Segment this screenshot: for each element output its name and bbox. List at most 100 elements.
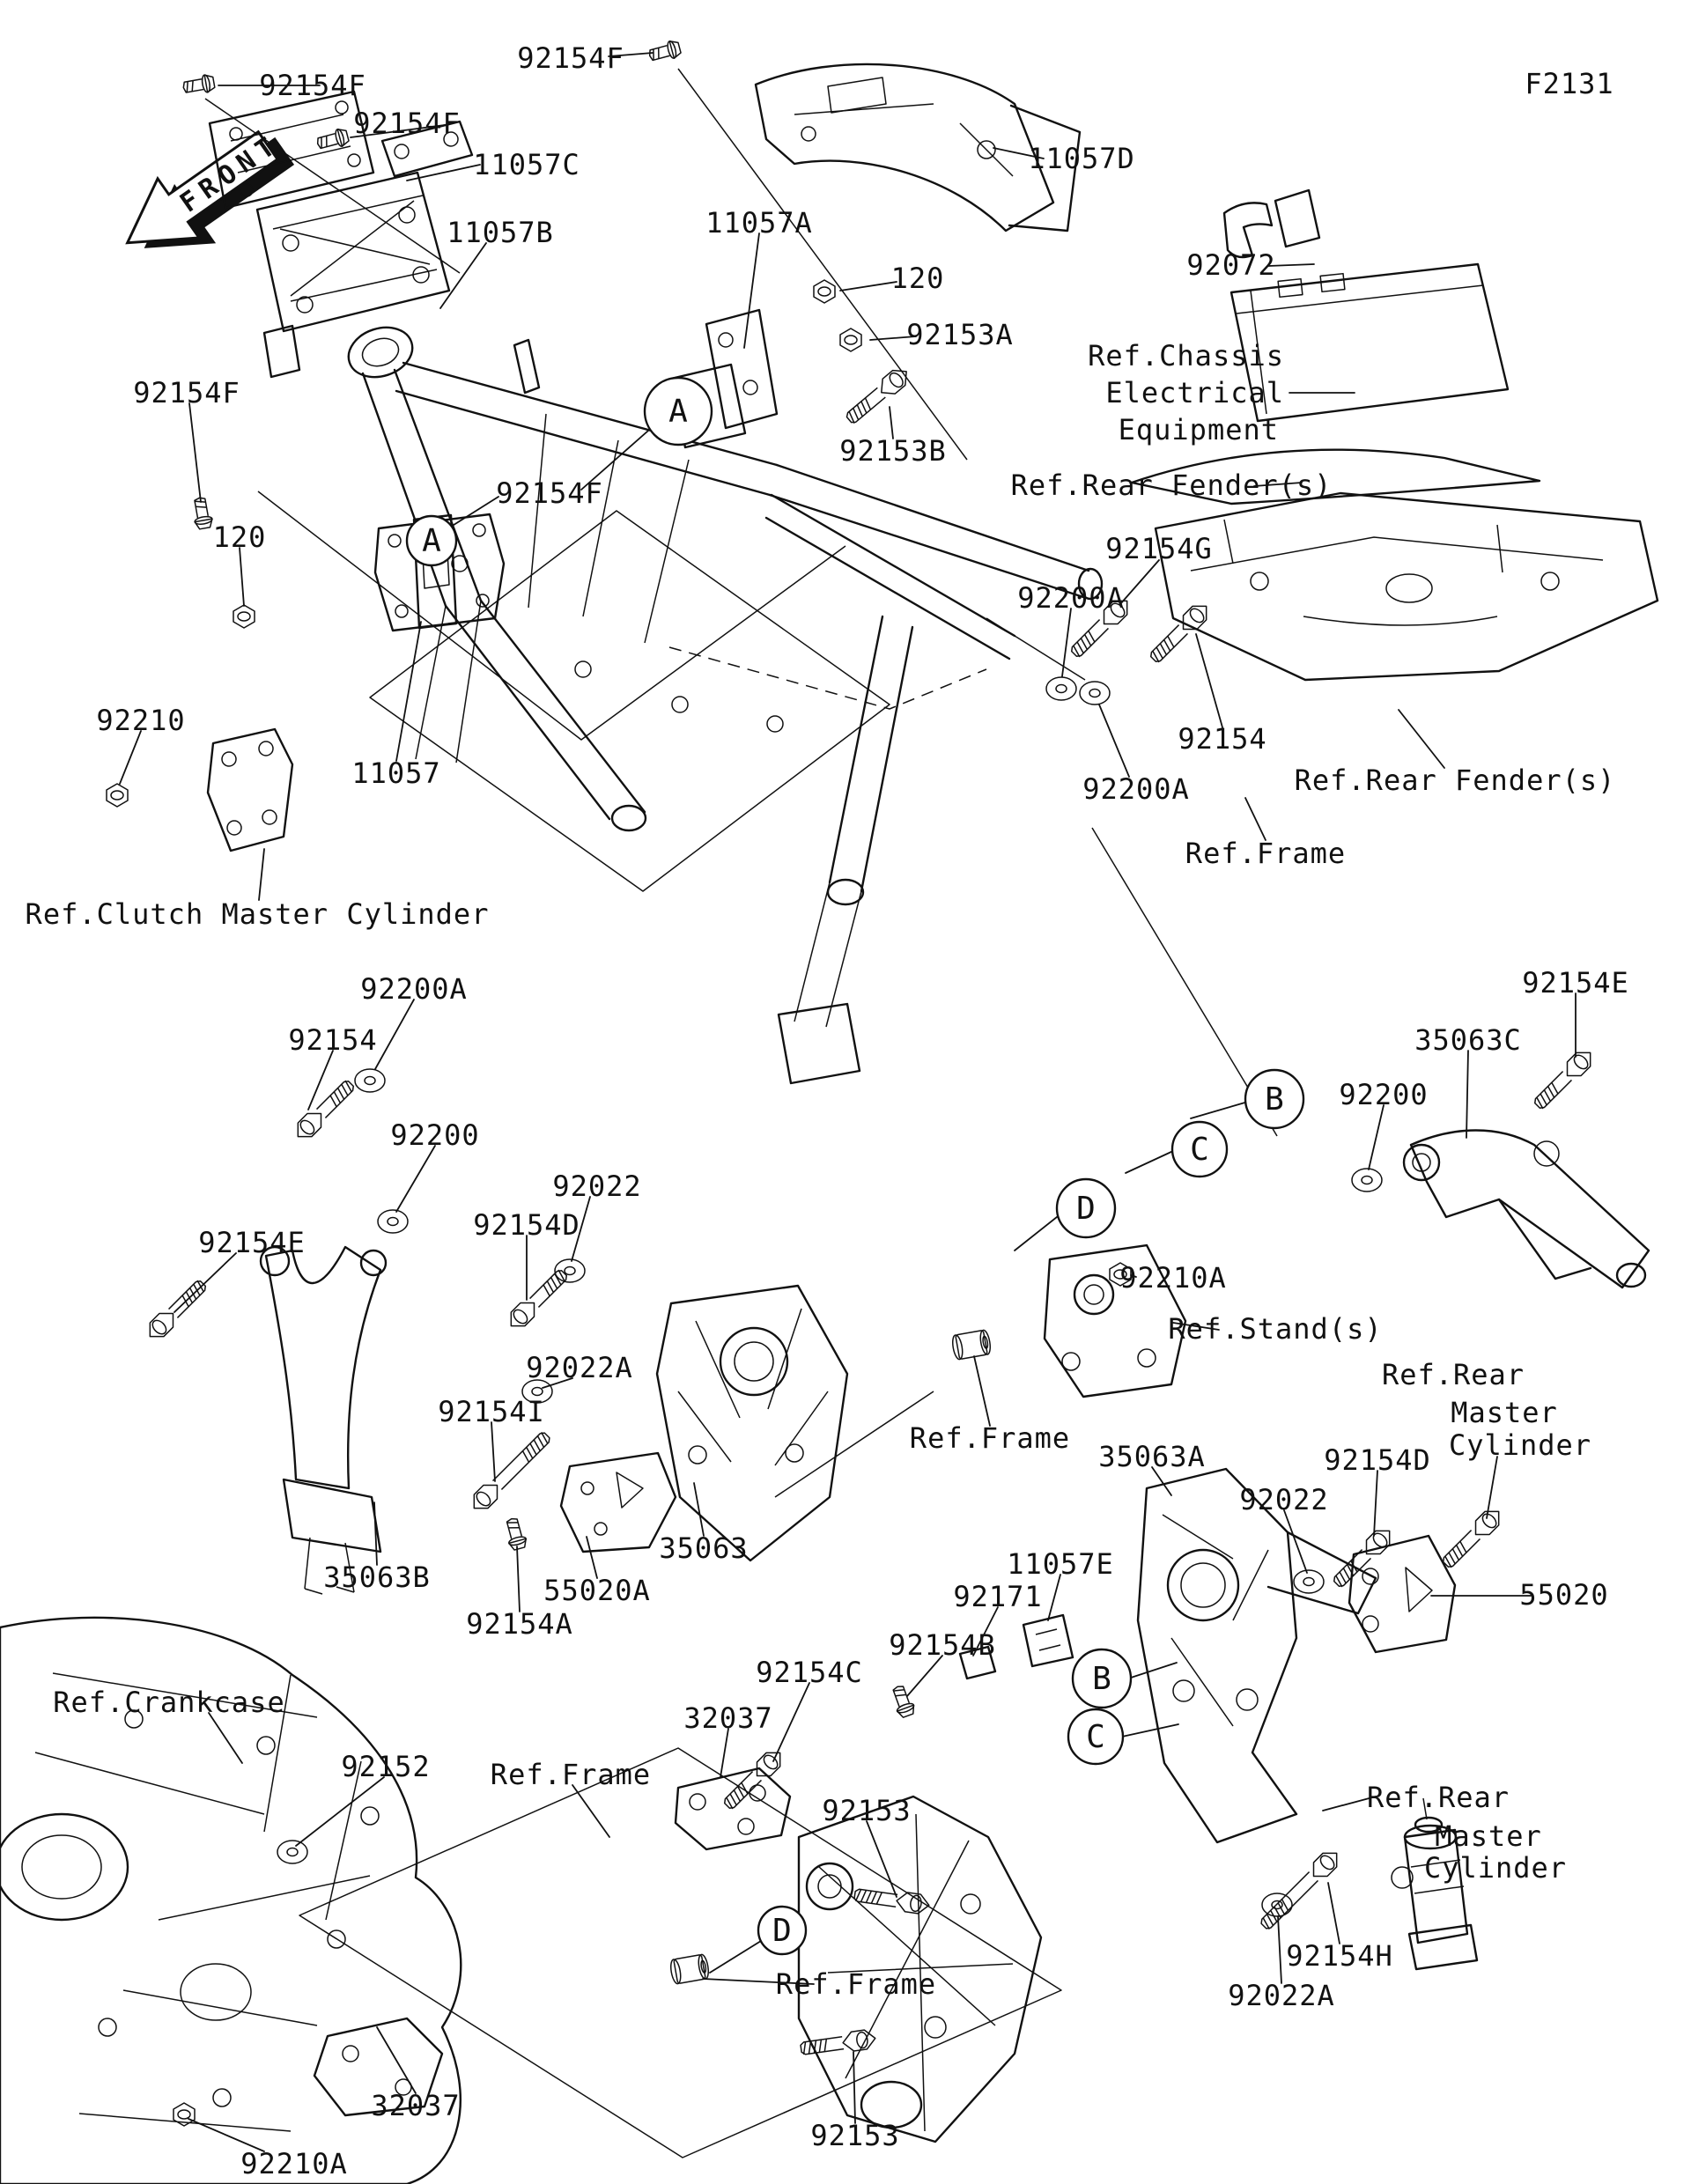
part-label-ref-stands: Ref.Stand(s) (1168, 1312, 1382, 1346)
bolt-glyph (720, 1745, 788, 1813)
leader-line (839, 281, 897, 291)
part-label-92171: 92171 (953, 1580, 1042, 1613)
leader-line (869, 336, 917, 341)
part-label-92154f-3: 92154F (353, 107, 461, 140)
part-label-ref-frame-4: Ref.Frame (776, 1967, 936, 2001)
screw-glyph (889, 1683, 918, 1720)
leader-line (973, 1355, 991, 1427)
leader-line (572, 1784, 610, 1838)
part-rear-fender (1154, 491, 1659, 682)
part-label-35063a: 35063A (1098, 1440, 1206, 1473)
part-label-92154f-2: 92154F (517, 41, 624, 75)
part-bracket-11057d (754, 63, 1082, 232)
screw-glyph (646, 38, 683, 65)
leader-line (1486, 1456, 1498, 1519)
leader-line (1014, 1213, 1062, 1251)
part-label-92154i: 92154I (438, 1395, 545, 1428)
part-label-ref-rear-fender-1: Ref.Rear Fender(s) (1011, 469, 1333, 502)
leader-line (295, 1776, 385, 1847)
detail-badge-letter: C (1086, 1719, 1105, 1755)
part-label-35063c: 35063C (1414, 1023, 1522, 1057)
boltlong-glyph (466, 1428, 555, 1516)
part-bracket-11057 (373, 513, 506, 632)
part-label-11057c: 11057C (473, 148, 580, 181)
part-label-ref-rear-mc-2c: Cylinder (1424, 1851, 1567, 1885)
leader-line (239, 547, 245, 607)
part-label-92154g: 92154G (1105, 532, 1213, 565)
bolt-glyph (290, 1076, 358, 1145)
part-label-92210a-2: 92210A (240, 2147, 348, 2180)
part-bracket-11057c-11057b (208, 90, 474, 379)
washer-glyph (277, 1840, 308, 1864)
part-label-ref-rear-mc-2b: Master (1435, 1819, 1542, 1853)
leader-line (406, 164, 481, 181)
part-label-55020a: 55020A (543, 1574, 651, 1607)
part-bracket-11057e (958, 1613, 1074, 1680)
leader-line (1061, 608, 1072, 677)
part-label-92153-1: 92153 (822, 1794, 911, 1827)
nut-glyph (106, 783, 129, 808)
part-label-figure-code: F2131 (1525, 67, 1613, 100)
leader-line (174, 1252, 237, 1313)
leader-line (720, 1728, 729, 1778)
part-rear-master-cylinder (1391, 1797, 1479, 1971)
detail-badge-a (643, 376, 713, 446)
leader-line (702, 1978, 815, 1985)
part-label-ref-rear-mc-1b: Master (1451, 1396, 1558, 1429)
leader-line (853, 2051, 856, 2124)
leader-line (208, 1712, 243, 1764)
detail-badge-d (1055, 1177, 1117, 1239)
part-label-92200-1: 92200 (390, 1118, 479, 1152)
part-label-92154f-4: 92154F (133, 376, 240, 410)
part-label-92072: 92072 (1186, 248, 1275, 282)
part-label-35063b: 35063B (323, 1561, 431, 1594)
leader-line (1466, 1050, 1469, 1139)
part-label-120-left: 120 (213, 520, 267, 554)
part-label-11057e: 11057E (1007, 1547, 1114, 1581)
leader-line (1127, 1662, 1178, 1679)
bushing-glyph (950, 1328, 993, 1361)
part-label-92153-2: 92153 (810, 2119, 899, 2152)
part-label-ref-crankcase: Ref.Crankcase (53, 1686, 284, 1719)
part-bracket-35063 (655, 1284, 849, 1562)
leader-line (866, 1820, 897, 1898)
part-label-92210: 92210 (96, 704, 185, 737)
leader-line (1398, 709, 1445, 769)
leader-line (580, 424, 656, 491)
part-label-92200-2: 92200 (1339, 1078, 1428, 1111)
part-label-ref-clutch: Ref.Clutch Master Cylinder (26, 897, 490, 931)
part-label-92154a: 92154A (466, 1607, 573, 1641)
washer-glyph (377, 1209, 409, 1234)
part-label-92154d-1: 92154D (473, 1208, 580, 1242)
part-clutch-mc-bracket (206, 727, 294, 852)
part-label-92154f-5: 92154F (496, 476, 603, 510)
detail-badge-letter: A (668, 394, 688, 430)
leader-line (743, 232, 760, 349)
leader-line (1130, 1274, 1137, 1278)
part-label-ref-rear-mc-2a: Ref.Rear (1367, 1781, 1510, 1814)
part-label-ref-frame-2: Ref.Frame (910, 1421, 1070, 1455)
leader-line (1098, 704, 1130, 778)
part-label-92154e-1: 92154E (1522, 966, 1629, 1000)
leader-line (491, 1421, 496, 1482)
part-label-92200a-3: 92200A (360, 972, 468, 1006)
part-label-11057: 11057 (351, 756, 440, 790)
detail-badge-letter: B (1092, 1661, 1111, 1697)
part-crankcase (0, 1616, 462, 2184)
detail-badge-letter: C (1190, 1132, 1209, 1168)
part-label-92153b: 92153B (839, 434, 947, 468)
part-label-92154h: 92154H (1286, 1939, 1393, 1973)
bolt-glyph (503, 1265, 572, 1334)
washer-glyph (1351, 1168, 1383, 1192)
part-label-92154f-1: 92154F (259, 69, 366, 102)
leader-lines-layer (119, 52, 1577, 2152)
detail-badge-letter: A (422, 523, 441, 559)
nut-glyph (813, 279, 836, 304)
part-label-11057b: 11057B (447, 216, 554, 249)
leader-line (350, 124, 446, 138)
part-labels-layer: 92154F 92154F 92154F 11057C 11057B 11057 A 1105… (26, 41, 1629, 2180)
screw-glyph (502, 1516, 529, 1552)
leader-line (395, 621, 422, 762)
part-label-92022a-1: 92022A (526, 1351, 633, 1384)
leader-line (376, 2026, 417, 2094)
